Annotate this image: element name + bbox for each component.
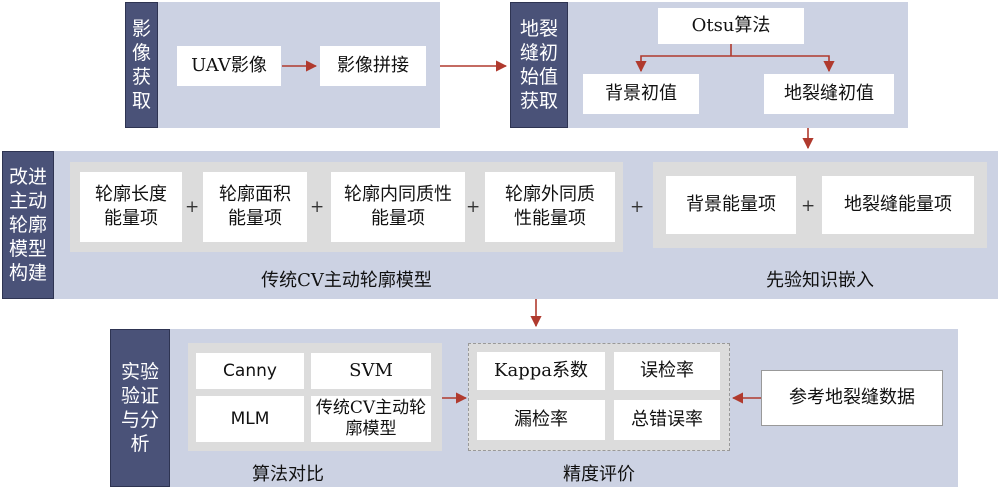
otsu-box: Otsu算法: [658, 8, 804, 44]
arrow-otsu-to-background: [635, 55, 731, 73]
model-label-text: 改进主动轮廓模型构建: [8, 166, 47, 284]
algo-canny: Canny: [196, 353, 304, 389]
prior-caption: 先验知识嵌入: [766, 270, 874, 291]
arrow-otsu-to-crack: [731, 55, 835, 73]
plus-sign: +: [185, 197, 200, 217]
crack-initial-text: 地裂缝初值: [784, 83, 874, 104]
experiment-label: 实验验证与分析: [110, 329, 170, 487]
reference-data-text: 参考地裂缝数据: [789, 387, 915, 408]
term-background-energy-text: 背景能量项: [686, 194, 776, 215]
metric-false-detection: 误检率: [614, 352, 720, 390]
metric-missed-detection: 漏检率: [477, 400, 605, 440]
metric-caption: 精度评价: [563, 464, 635, 485]
algo-svm: SVM: [311, 353, 431, 389]
term-crack-energy-text: 地裂缝能量项: [844, 194, 952, 215]
model-label: 改进主动轮廓模型构建: [2, 151, 54, 299]
term-contour-length: 轮廓长度能量项: [80, 172, 182, 242]
metric-kappa-text: Kappa系数: [494, 360, 588, 381]
algo-mlm-text: MLM: [230, 409, 270, 429]
plus-sign: +: [310, 197, 325, 217]
term-contour-area: 轮廓面积能量项: [203, 172, 307, 242]
plus-sign: +: [466, 197, 481, 217]
acquisition-label-text: 影像获取: [131, 18, 151, 112]
plus-sign: +: [630, 197, 645, 217]
algo-canny-text: Canny: [223, 361, 277, 381]
plus-sign: +: [801, 196, 816, 216]
metric-false-detection-text: 误检率: [640, 360, 694, 381]
acquisition-label: 影像获取: [125, 2, 158, 128]
metric-kappa: Kappa系数: [477, 352, 605, 390]
algorithm-caption: 算法对比: [252, 464, 324, 485]
algo-mlm: MLM: [196, 396, 304, 442]
term-crack-energy: 地裂缝能量项: [822, 176, 974, 234]
algo-traditional-cv: 传统CV主动轮廓模型: [311, 396, 431, 442]
metric-missed-detection-text: 漏检率: [514, 409, 568, 430]
image-stitch-box: 影像拼接: [320, 46, 426, 86]
term-inner-homogeneity: 轮廓内同质性能量项: [331, 172, 465, 242]
term-background-energy: 背景能量项: [666, 176, 796, 234]
algo-traditional-cv-text: 传统CV主动轮廓模型: [315, 398, 427, 439]
reference-data-box: 参考地裂缝数据: [761, 370, 943, 426]
algo-svm-text: SVM: [349, 360, 393, 381]
background-initial-box: 背景初值: [583, 74, 699, 114]
uav-image-box: UAV影像: [177, 46, 281, 86]
metric-total-error: 总错误率: [614, 400, 720, 440]
term-inner-homogeneity-text: 轮廓内同质性能量项: [344, 184, 452, 229]
initial-label-text: 地裂缝初始值获取: [519, 18, 558, 112]
cv-model-caption: 传统CV主动轮廓模型: [261, 270, 432, 291]
otsu-text: Otsu算法: [691, 15, 771, 36]
initial-label: 地裂缝初始值获取: [510, 2, 568, 128]
crack-initial-box: 地裂缝初值: [764, 74, 894, 114]
experiment-label-text: 实验验证与分析: [120, 361, 159, 455]
term-outer-homogeneity-text: 轮廓外同质性能量项: [505, 184, 595, 229]
uav-image-text: UAV影像: [191, 55, 267, 76]
term-contour-area-text: 轮廓面积能量项: [219, 184, 291, 229]
term-contour-length-text: 轮廓长度能量项: [95, 184, 167, 229]
image-stitch-text: 影像拼接: [337, 55, 409, 76]
term-outer-homogeneity: 轮廓外同质性能量项: [485, 172, 615, 242]
background-initial-text: 背景初值: [605, 83, 677, 104]
metric-total-error-text: 总错误率: [631, 409, 703, 430]
